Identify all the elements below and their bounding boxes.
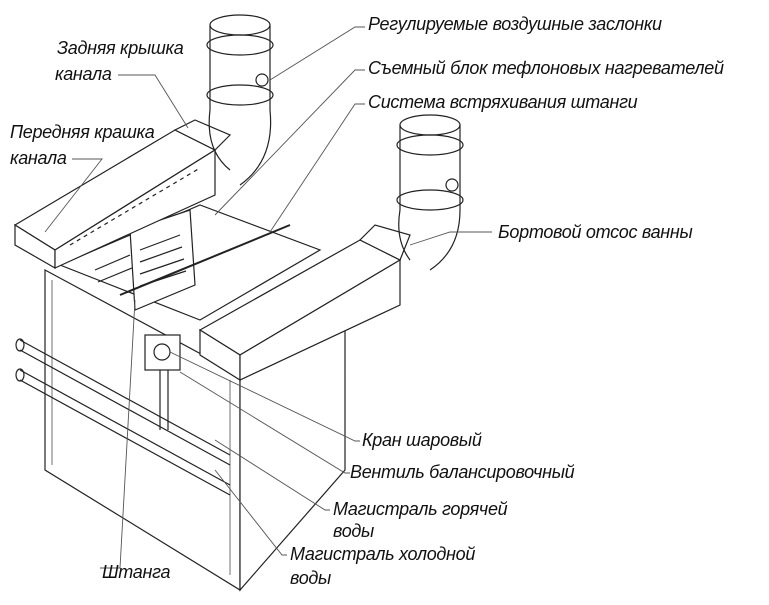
front-duct: [198, 224, 411, 382]
label-cold-water-line2: воды: [290, 568, 332, 588]
exhaust-stack-right: [396, 114, 464, 271]
label-hot-water-line2: воды: [333, 521, 375, 541]
water-pipes: [15, 334, 231, 496]
rod: [119, 224, 291, 296]
leader-lines: [44, 26, 492, 569]
label-front-cover-line2: канала: [10, 148, 67, 168]
label-rod: Штанга: [102, 562, 171, 582]
label-front-cover: Передняя крашка: [10, 122, 155, 142]
label-ball-valve: Кран шаровый: [362, 430, 482, 450]
label-cold-water: Магистраль холодной: [290, 544, 476, 564]
label-dampers: Регулируемые воздушные заслонки: [368, 14, 662, 34]
label-side-exhaust: Бортовой отсос ванны: [498, 222, 693, 242]
exhaust-stack-left: [206, 14, 274, 186]
label-heater-block: Съемный блок тефлоновых нагревателей: [368, 58, 724, 78]
rear-duct: [13, 119, 232, 270]
label-rear-cover-line2: канала: [55, 64, 112, 84]
label-shaking-system: Система встряхивания штанги: [368, 92, 638, 112]
label-balancing-valve: Вентиль балансировочный: [350, 462, 575, 482]
label-hot-water: Магистраль горячей: [333, 499, 508, 519]
tank-body: [44, 268, 346, 592]
label-rear-cover: Задняя крышка: [57, 38, 184, 58]
